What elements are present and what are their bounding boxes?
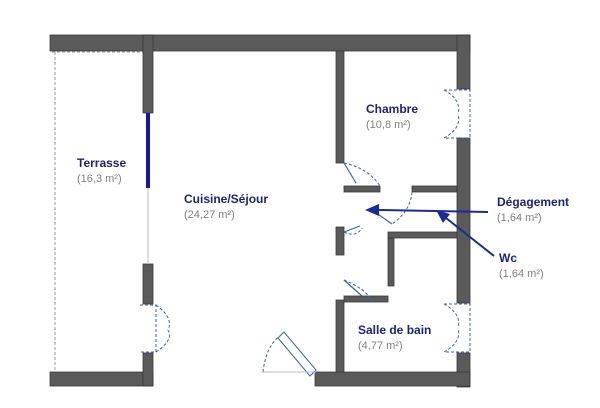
room-label-degagement: Dégagement (1,64 m²) bbox=[497, 195, 569, 224]
room-label-cuisine-sejour: Cuisine/Séjour (24,27 m²) bbox=[184, 192, 268, 221]
entrance-door bbox=[262, 331, 317, 377]
room-area: (10,8 m²) bbox=[366, 119, 411, 131]
leader-arrows bbox=[365, 204, 495, 257]
room-label-chambre: Chambre (10,8 m²) bbox=[366, 102, 418, 131]
terrace-outline bbox=[52, 51, 150, 370]
room-area: (1,64 m²) bbox=[497, 212, 542, 224]
room-label-salle-de-bain: Salle de bain (4,77 m²) bbox=[358, 323, 431, 352]
walls bbox=[49, 34, 471, 388]
room-name: Terrasse bbox=[77, 156, 127, 170]
room-name: Chambre bbox=[366, 102, 419, 116]
door-leaves bbox=[343, 162, 393, 297]
room-label-wc: Wc (1,64 m²) bbox=[499, 251, 544, 280]
room-name: Salle de bain bbox=[358, 323, 432, 337]
room-name: Dégagement bbox=[497, 195, 570, 209]
room-area: (16,3 m²) bbox=[77, 173, 122, 185]
room-area: (24,27 m²) bbox=[184, 209, 235, 221]
room-area: (1,64 m²) bbox=[499, 268, 544, 280]
room-area: (4,77 m²) bbox=[358, 340, 403, 352]
doors bbox=[140, 89, 471, 353]
room-name: Cuisine/Séjour bbox=[184, 192, 269, 206]
room-label-terrasse: Terrasse (16,3 m²) bbox=[77, 156, 126, 185]
room-name: Wc bbox=[499, 251, 517, 265]
